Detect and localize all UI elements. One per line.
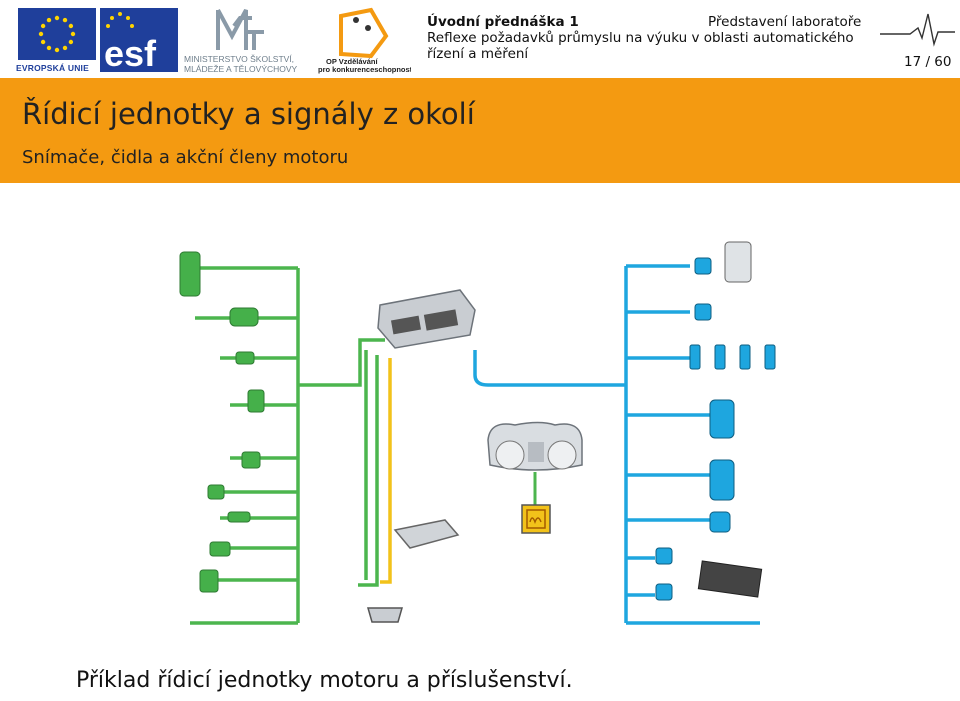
msmt-label-1: MINISTERSTVO ŠKOLSTVÍ, [184, 54, 294, 64]
eu-star-icon [46, 17, 52, 23]
presentation-subtitle-line2: řízení a měření [427, 46, 529, 62]
msmt-label-2: MLÁDEŽE A TĚLOVÝCHOVY [184, 64, 298, 74]
logo-strip: EVROPSKÁ UNIE esf MINISTERSTVO ŠKOLSTVÍ,… [14, 6, 413, 74]
sensor-icons [179, 251, 265, 593]
eu-star-icon [62, 17, 68, 23]
eu-star-icon [68, 23, 74, 29]
slide-header: EVROPSKÁ UNIE esf MINISTERSTVO ŠKOLSTVÍ,… [0, 0, 960, 78]
auxiliary-module-icon [393, 519, 460, 549]
eu-star-icon [40, 23, 46, 29]
eu-star-icon [68, 39, 74, 45]
engine-ecu-diagram [179, 241, 776, 625]
msmt-logo-icon: MINISTERSTVO ŠKOLSTVÍ, MLÁDEŽE A TĚLOVÝC… [182, 6, 312, 74]
eu-star-icon [46, 45, 52, 51]
eu-flag-icon [18, 8, 96, 60]
esf-logo-icon: esf [100, 8, 178, 74]
signal-line [380, 358, 392, 584]
frame-title: Řídicí jednotky a signály z okolí [22, 97, 475, 131]
presentation-short-title: Úvodní přednáška 1 [427, 14, 579, 30]
eu-star-icon [54, 15, 60, 21]
dashboard-icon [487, 421, 583, 471]
page-number: 17 / 60 [904, 54, 952, 70]
eu-star-icon [38, 31, 44, 37]
presentation-subtitle-line1: Reflexe požadavků průmyslu na výuku v ob… [427, 30, 854, 46]
heartbeat-icon [880, 13, 955, 47]
op-logo-icon: OP Vzdělávání pro konkurenceschopnost [316, 6, 413, 74]
op-label-1: OP Vzdělávání [326, 57, 378, 66]
figure-caption: Příklad řídicí jednotky motoru a přísluš… [76, 668, 573, 693]
header-text: Úvodní přednáška 1 Představení laboratoř… [427, 14, 947, 62]
eu-star-icon [62, 45, 68, 51]
eu-star-icon [40, 39, 46, 45]
ecu-icon [377, 289, 476, 349]
eu-label: EVROPSKÁ UNIE [16, 63, 89, 73]
section-name: Představení laboratoře [708, 14, 862, 30]
glow-indicator-icon [521, 504, 551, 534]
actuator-bus [473, 264, 760, 625]
diagnostic-connector-icon [367, 607, 403, 623]
eu-star-icon [54, 47, 60, 53]
esf-label: esf [104, 33, 157, 72]
frame-title-bar [0, 78, 960, 183]
eu-star-icon [70, 31, 76, 37]
frame-subtitle: Snímače, čidla a akční členy motoru [22, 147, 349, 168]
op-label-2: pro konkurenceschopnost [318, 65, 411, 74]
actuator-icons [655, 241, 776, 601]
